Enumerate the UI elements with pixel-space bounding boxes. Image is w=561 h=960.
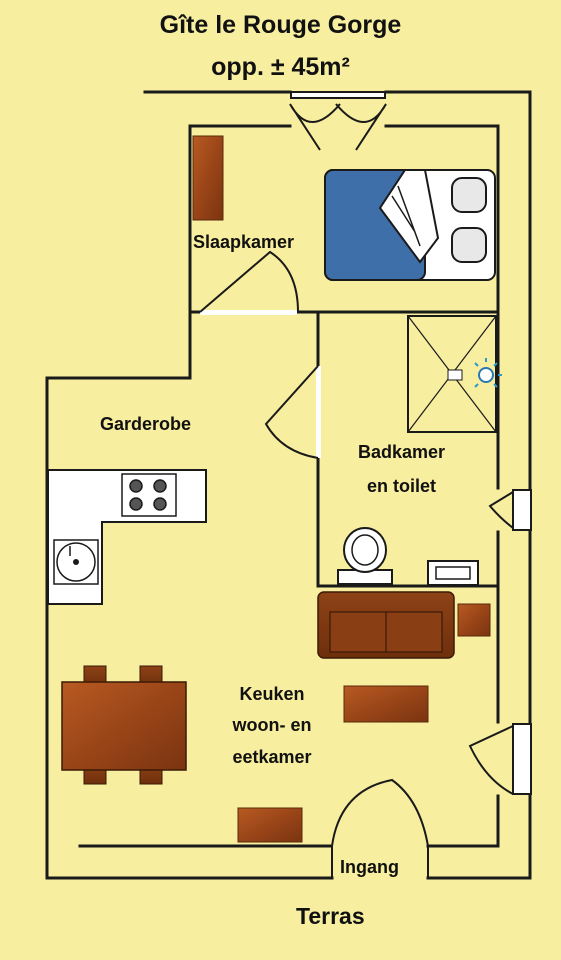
room-label-keuken: Keuken bbox=[239, 684, 305, 704]
doors bbox=[199, 103, 514, 878]
toilet bbox=[337, 527, 393, 585]
side-table bbox=[457, 603, 491, 637]
bedroom-wardrobe bbox=[192, 135, 224, 221]
inner-wall-bottom-right bbox=[426, 794, 500, 848]
sofa bbox=[317, 591, 455, 659]
window-right-2 bbox=[512, 723, 532, 795]
label-ingang: Ingang bbox=[340, 857, 399, 877]
label-terras: Terras bbox=[296, 903, 365, 929]
outer-wall-bottom-right bbox=[426, 798, 532, 880]
kitchen-counter bbox=[47, 469, 207, 605]
room-label-garderobe: Garderobe bbox=[100, 414, 192, 434]
bathroom-sink bbox=[427, 560, 479, 586]
window-right-1 bbox=[512, 489, 532, 531]
room-label-woon: woon- en bbox=[232, 715, 312, 735]
inner-wall-top-right bbox=[188, 124, 500, 490]
bathroom-door-opening bbox=[316, 366, 321, 458]
shower bbox=[407, 315, 502, 433]
coffee-table bbox=[343, 685, 429, 723]
bed bbox=[324, 169, 496, 281]
walls bbox=[45, 90, 532, 880]
tv-cabinet bbox=[237, 807, 303, 843]
plan-title: Gîte le Rouge Gorge bbox=[159, 11, 402, 39]
room-label-toilet: en toilet bbox=[367, 476, 437, 496]
plan-area: opp. ± 45m² bbox=[211, 53, 350, 81]
dining-table bbox=[61, 665, 187, 785]
room-label-eetkamer: eetkamer bbox=[232, 747, 312, 767]
room-label-badkamer: Badkamer bbox=[358, 442, 446, 462]
window-top bbox=[290, 91, 386, 99]
bedroom-door-opening bbox=[200, 310, 297, 315]
room-label-slaapkamer: Slaapkamer bbox=[193, 232, 295, 252]
